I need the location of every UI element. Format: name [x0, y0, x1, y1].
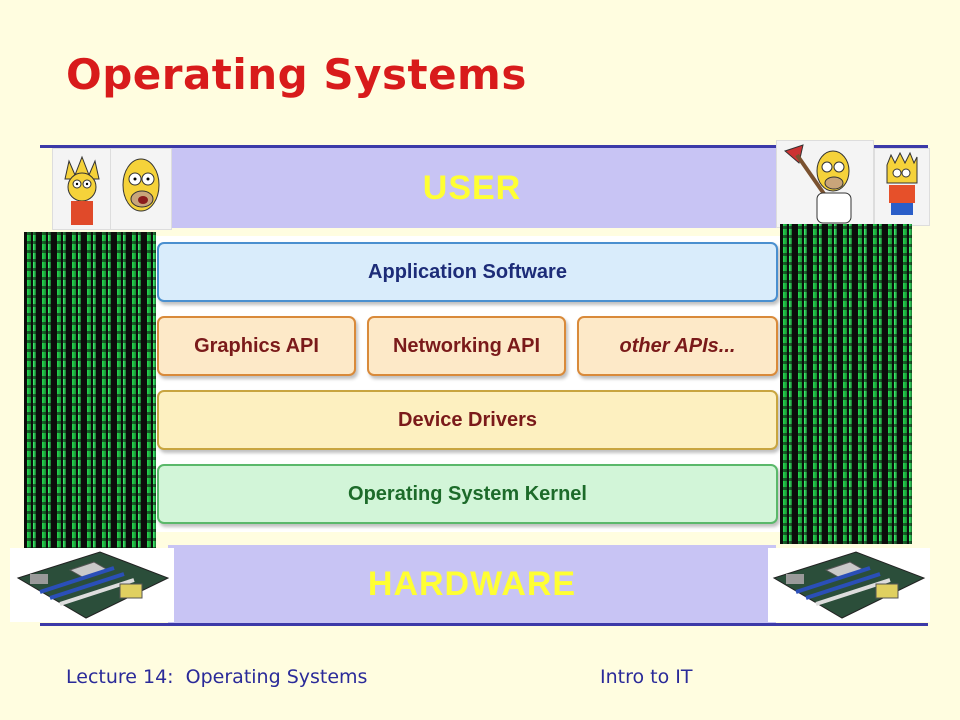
matrix-code-image-right: [780, 224, 912, 544]
layer-application-software: Application Software: [157, 242, 778, 302]
graphics-api-label: Graphics API: [194, 334, 319, 357]
motherboard-image-right: [768, 548, 930, 622]
layer-device-drivers: Device Drivers: [157, 390, 778, 450]
user-label: USER: [422, 168, 522, 207]
kernel-label: Operating System Kernel: [348, 482, 587, 505]
layer-graphics-api: Graphics API: [157, 316, 356, 376]
user-band: USER: [168, 148, 776, 228]
matrix-code-image-left: [24, 232, 156, 550]
layer-networking-api: Networking API: [367, 316, 566, 376]
hardware-band: HARDWARE: [168, 545, 776, 623]
user-band-top-border: [40, 145, 928, 148]
layer-other-apis: other APIs...: [577, 316, 778, 376]
hardware-band-bottom-border: [40, 623, 928, 626]
homer-simpson-icon: [110, 148, 172, 230]
layer-operating-system-kernel: Operating System Kernel: [157, 464, 778, 524]
hardware-label: HARDWARE: [367, 564, 577, 603]
footer-course: Intro to IT: [600, 666, 693, 688]
other-apis-label: other APIs...: [619, 334, 736, 357]
lisa-simpson-icon: [52, 148, 112, 230]
networking-api-label: Networking API: [392, 334, 541, 357]
slide-title: Operating Systems: [66, 50, 527, 99]
motherboard-image-left: [10, 548, 174, 622]
device-drivers-label: Device Drivers: [398, 408, 537, 431]
application-software-label: Application Software: [368, 260, 567, 283]
footer-lecture: Lecture 14: Operating Systems: [66, 666, 368, 688]
bart-simpson-icon: [874, 148, 930, 226]
homer-with-axe-icon: [776, 140, 874, 228]
